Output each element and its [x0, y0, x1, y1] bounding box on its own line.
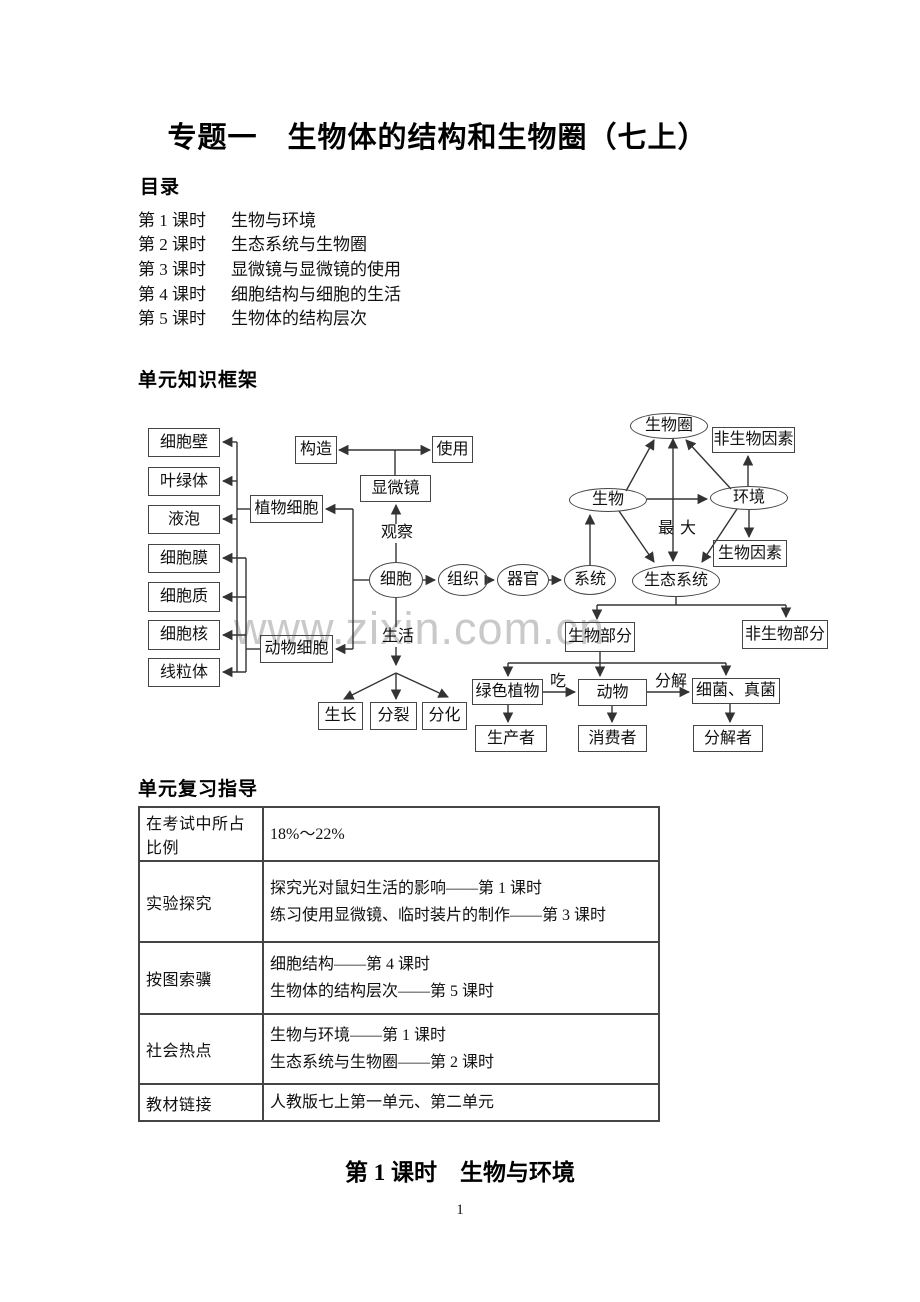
- watermark: www.zixin.com.cn: [234, 603, 606, 654]
- page-title: 专题一 生物体的结构和生物圈（七上）: [167, 122, 708, 154]
- node-biotic-factor: 生物因素: [713, 540, 787, 567]
- node-system: 系统: [564, 565, 616, 595]
- label-max: 最大: [658, 520, 703, 537]
- toc-item-num: 第 5 课时: [138, 309, 206, 329]
- node-consumer: 消费者: [578, 725, 647, 752]
- row-label: 在考试中所占比例: [138, 806, 264, 862]
- node-environment: 环境: [710, 486, 788, 510]
- table-row: 社会热点 生物与环境——第 1 课时 生态系统与生物圈——第 2 课时: [138, 1013, 660, 1085]
- row-label: 按图索骥: [138, 941, 264, 1015]
- node-structure: 构造: [295, 436, 337, 464]
- table-row: 实验探究 探究光对鼠妇生活的影响——第 1 课时 练习使用显微镜、临时装片的制作…: [138, 860, 660, 943]
- label-observe: 观察: [381, 524, 414, 541]
- label-life: 生活: [382, 628, 415, 645]
- page-number: 1: [456, 1202, 464, 1218]
- node-biotic-part: 生物部分: [565, 622, 635, 652]
- node-mitochondria: 线粒体: [148, 658, 220, 687]
- node-tissue: 组织: [438, 564, 488, 596]
- node-divide: 分裂: [370, 702, 417, 730]
- review-heading: 单元复习指导: [138, 779, 259, 800]
- toc-heading: 目录: [140, 177, 181, 198]
- node-bacteria-fungi: 细菌、真菌: [692, 678, 780, 704]
- toc-item: 第 5 课时 生物体的结构层次: [138, 304, 401, 329]
- diagram-connectors: [221, 436, 792, 724]
- toc-item-title: 生物体的结构层次: [231, 309, 367, 329]
- toc-item-num: 第 1 课时: [138, 210, 206, 230]
- toc-item-num: 第 4 课时: [138, 284, 206, 304]
- node-organ: 器官: [497, 564, 549, 596]
- node-cell: 细胞: [369, 562, 423, 598]
- node-biosphere: 生物圈: [630, 413, 708, 439]
- node-producer: 生产者: [475, 725, 547, 752]
- node-ecosystem: 生态系统: [632, 565, 720, 597]
- toc-item-title: 生物与环境: [231, 210, 316, 230]
- row-value: 生物与环境——第 1 课时 生态系统与生物圈——第 2 课时: [262, 1013, 660, 1085]
- toc-item: 第 3 课时 显微镜与显微镜的使用: [138, 255, 401, 280]
- node-membrane: 细胞膜: [148, 544, 220, 573]
- review-table: 在考试中所占比例 18%～22% 实验探究 探究光对鼠妇生活的影响——第 1 课…: [138, 806, 660, 1122]
- row-value: 细胞结构——第 4 课时 生物体的结构层次——第 5 课时: [262, 941, 660, 1015]
- node-decomposer: 分解者: [693, 725, 763, 752]
- node-animal-cell: 动物细胞: [260, 635, 333, 663]
- row-label: 社会热点: [138, 1013, 264, 1085]
- node-animal: 动物: [578, 679, 647, 706]
- table-of-contents: 第 1 课时 生物与环境 第 2 课时 生态系统与生物圈 第 3 课时 显微镜与显微镜…: [138, 206, 401, 329]
- toc-item-num: 第 3 课时: [138, 259, 206, 279]
- node-cytoplasm: 细胞质: [148, 582, 220, 612]
- toc-item-title: 生态系统与生物圈: [231, 235, 367, 255]
- row-label: 实验探究: [138, 860, 264, 943]
- toc-item-title: 细胞结构与细胞的生活: [231, 284, 401, 304]
- node-grow: 生长: [318, 702, 363, 730]
- table-row: 教材链接 人教版七上第一单元、第二单元: [138, 1083, 660, 1122]
- row-label: 教材链接: [138, 1083, 264, 1122]
- node-organism: 生物: [569, 488, 647, 512]
- row-value: 18%～22%: [262, 806, 660, 862]
- table-row: 在考试中所占比例 18%～22%: [138, 806, 660, 862]
- node-abiotic-part: 非生物部分: [742, 620, 828, 649]
- row-value: 人教版七上第一单元、第二单元: [262, 1083, 660, 1122]
- node-abiotic-factor: 非生物因素: [712, 427, 795, 453]
- toc-item-title: 显微镜与显微镜的使用: [231, 259, 401, 279]
- node-green-plant: 绿色植物: [472, 679, 543, 705]
- label-decompose: 分解: [655, 673, 688, 690]
- toc-item: 第 4 课时 细胞结构与细胞的生活: [138, 280, 401, 305]
- knowledge-framework-diagram: www.zixin.com.cn: [130, 405, 840, 765]
- table-row: 按图索骥 细胞结构——第 4 课时 生物体的结构层次——第 5 课时: [138, 941, 660, 1015]
- toc-item: 第 1 课时 生物与环境: [138, 206, 401, 231]
- node-usage: 使用: [432, 436, 473, 463]
- row-value: 探究光对鼠妇生活的影响——第 1 课时 练习使用显微镜、临时装片的制作——第 3…: [262, 860, 660, 943]
- node-differentiate: 分化: [422, 702, 467, 730]
- node-chloroplast: 叶绿体: [148, 467, 220, 496]
- label-eat: 吃: [550, 673, 567, 690]
- node-cell-wall: 细胞壁: [148, 428, 220, 457]
- framework-heading: 单元知识框架: [138, 370, 259, 391]
- node-plant-cell: 植物细胞: [250, 495, 323, 523]
- toc-item: 第 2 课时 生态系统与生物圈: [138, 231, 401, 256]
- toc-item-num: 第 2 课时: [138, 235, 206, 255]
- node-nucleus: 细胞核: [148, 620, 220, 650]
- node-vacuole: 液泡: [148, 505, 220, 534]
- lesson-heading: 第 1 课时 生物与环境: [345, 1160, 575, 1185]
- node-microscope: 显微镜: [360, 475, 431, 502]
